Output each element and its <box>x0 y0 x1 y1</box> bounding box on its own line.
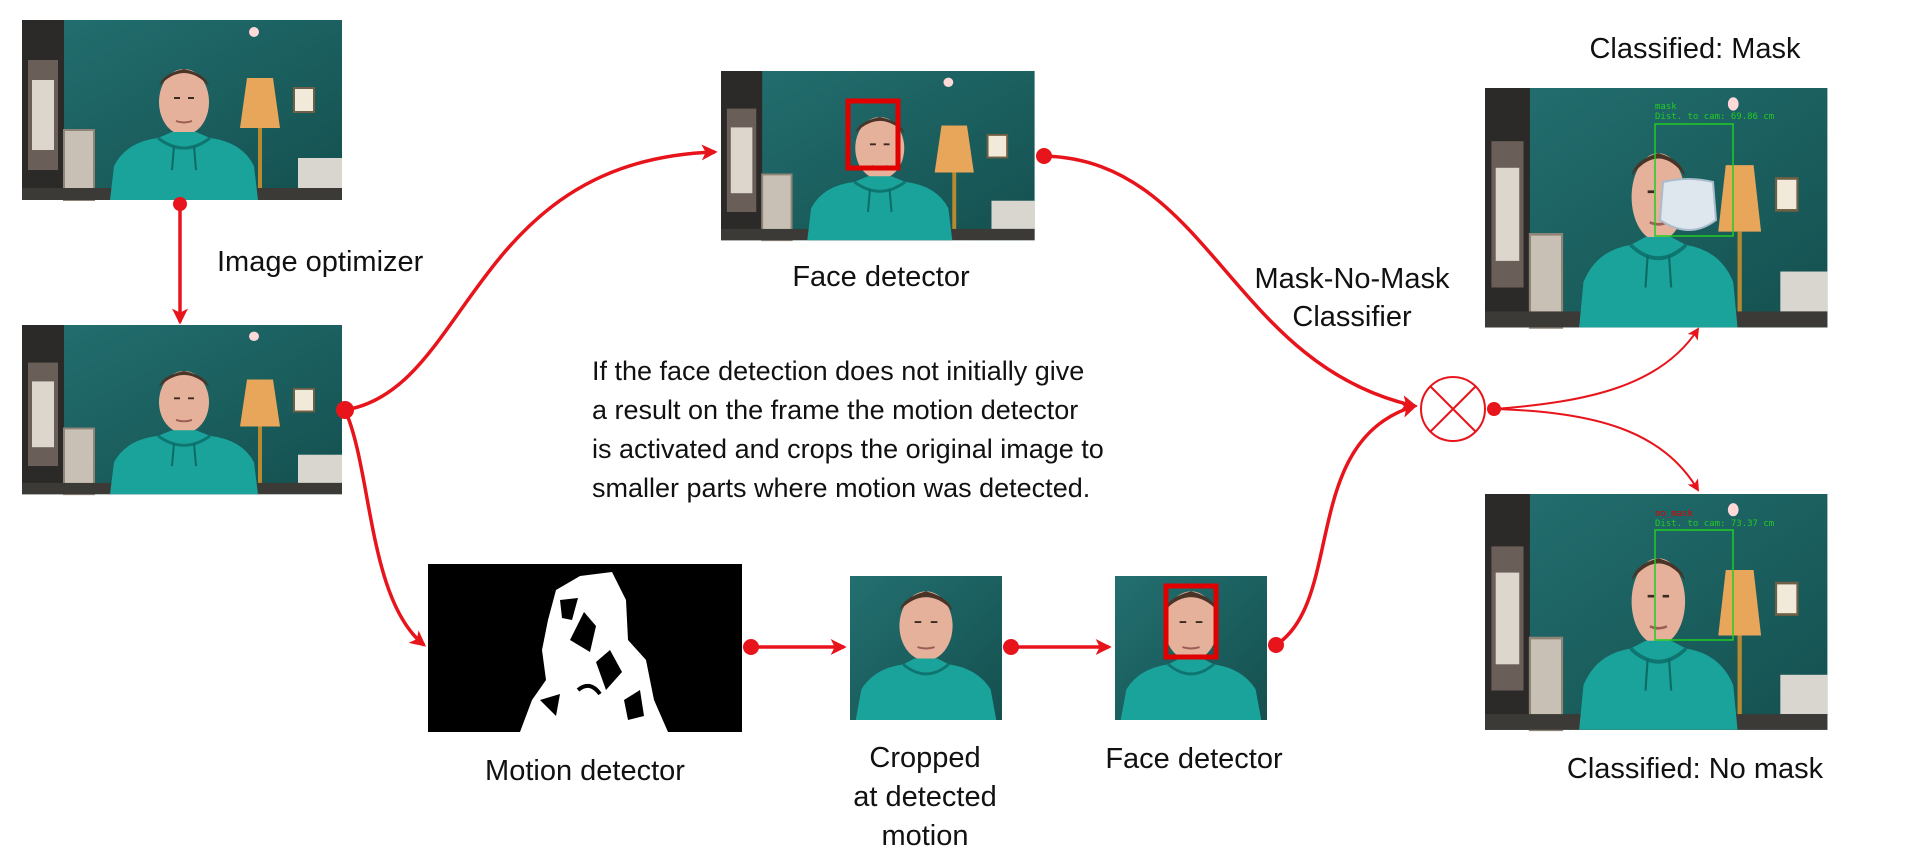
arrow-to-no-mask-result <box>1493 408 1700 492</box>
arrow-to-mask-result <box>1493 327 1700 410</box>
note-line: a result on the frame the motion detecto… <box>592 395 1079 425</box>
motion-mask-image <box>428 564 742 732</box>
mask-classification-box <box>1654 123 1734 237</box>
cropped-label-line2: at detected <box>853 781 997 813</box>
note-line: If the face detection does not initially… <box>592 356 1085 386</box>
note-line: smaller parts where motion was detected. <box>592 473 1091 503</box>
cropped-label-line3: motion <box>881 820 969 852</box>
image-optimizer-label: Image optimizer <box>217 246 424 278</box>
no-mask-overlay-label: no_mask <box>1655 509 1694 519</box>
face-detector-frame-image <box>719 69 1037 242</box>
face-detection-box <box>845 98 901 171</box>
no-mask-classification-box <box>1654 529 1734 641</box>
mask-overlay-label: mask <box>1655 102 1677 112</box>
connector-dots <box>173 148 1501 655</box>
arrow-to-face-detector <box>344 144 718 412</box>
raw-frame-image <box>20 18 344 202</box>
cropped-face-detector-image <box>1113 574 1269 722</box>
face-detector-bottom-label: Face detector <box>1105 743 1283 775</box>
arrow-to-motion-detector <box>343 409 427 647</box>
arrow-face-to-classifier <box>1043 154 1418 411</box>
mask-overlay-distance: Dist. to cam: 69.86 cm <box>1655 112 1774 122</box>
face-detector-top-label: Face detector <box>792 261 970 293</box>
face-mask-shape <box>1658 178 1718 231</box>
combiner-node <box>1420 376 1486 442</box>
motion-detector-label: Motion detector <box>485 755 685 787</box>
cropped-motion-image <box>848 574 1004 722</box>
motion-fallback-note: If the face detection does not initially… <box>592 352 1212 508</box>
classifier-label-line1: Mask-No-Mask <box>1254 263 1450 295</box>
classified-mask-label: Classified: Mask <box>1589 33 1801 65</box>
optimized-frame-image <box>20 323 344 496</box>
classifier-label-line2: Classifier <box>1292 301 1412 333</box>
arrow-cropped-to-classifier <box>1275 402 1418 647</box>
no-mask-overlay-distance: Dist. to cam: 73.37 cm <box>1655 519 1774 529</box>
note-line: is activated and crops the original imag… <box>592 434 1104 464</box>
classified-no-mask-label: Classified: No mask <box>1566 753 1824 785</box>
cropped-face-detection-box <box>1163 583 1219 660</box>
cropped-label-line1: Cropped <box>869 742 981 774</box>
flow-arrows <box>172 144 1418 655</box>
